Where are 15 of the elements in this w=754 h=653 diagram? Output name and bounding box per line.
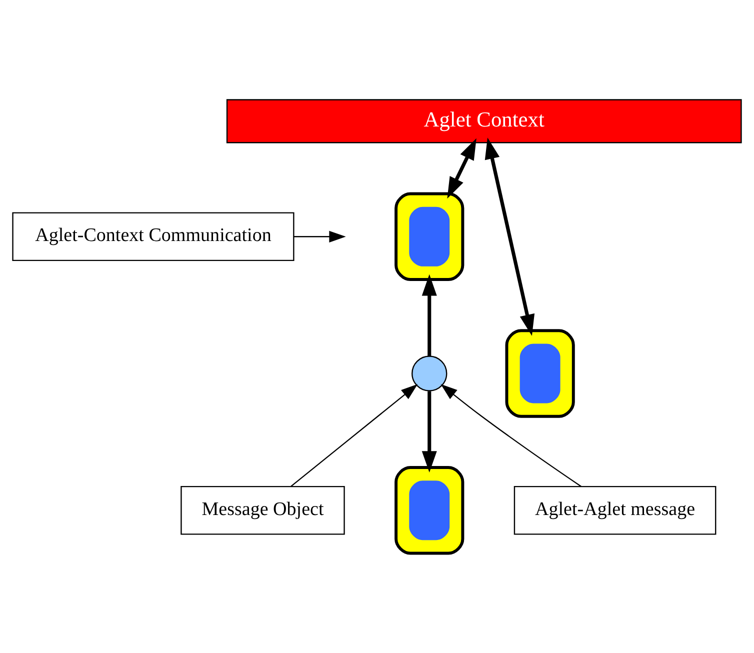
arrow: [440, 384, 582, 487]
node-box: Aglet-Aglet message: [514, 486, 716, 535]
node-box: Message Object: [180, 486, 345, 535]
arrow: [422, 391, 437, 473]
arrow: [484, 138, 535, 336]
node-box: [505, 329, 575, 418]
node-box: Aglet Context: [226, 99, 742, 144]
arrow: [290, 384, 418, 487]
arrow: [447, 138, 476, 199]
node-box: Aglet-Context Communication: [12, 212, 294, 262]
arrow: [294, 230, 346, 242]
node-circle: [412, 356, 448, 392]
node-box: [394, 466, 464, 555]
arrow: [422, 274, 437, 356]
node-box: [394, 192, 464, 281]
